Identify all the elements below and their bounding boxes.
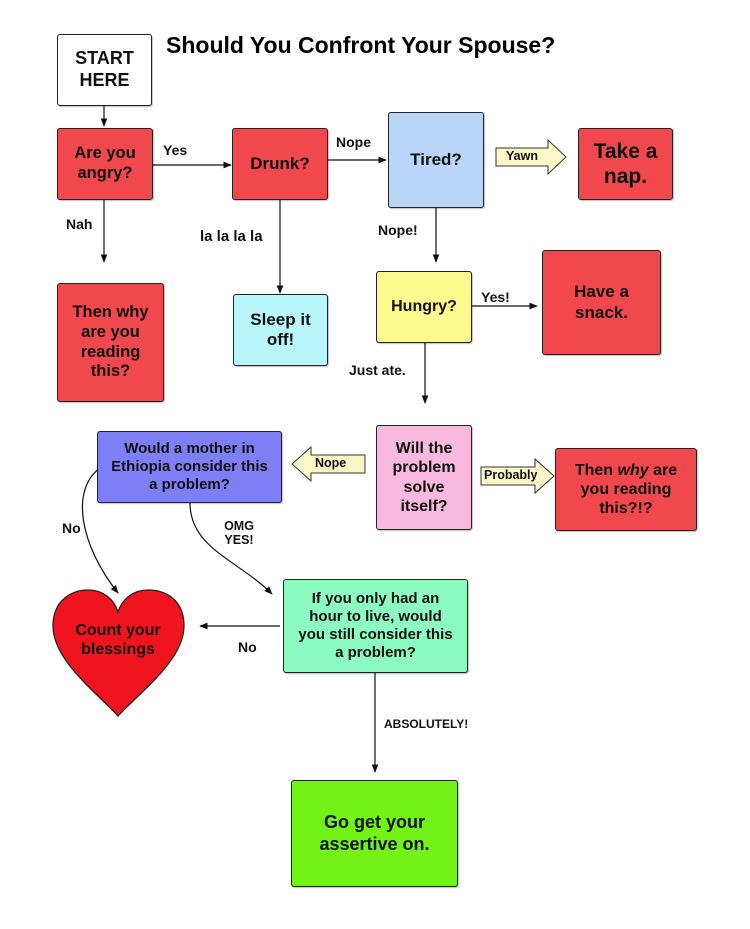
nap-node-label: Take a nap. — [593, 139, 658, 188]
tired-node-label: Tired? — [410, 149, 462, 169]
label-absolutely: ABSOLUTELY! — [384, 717, 469, 731]
label-nah: Nah — [66, 216, 93, 232]
label-nope: Nope — [336, 134, 371, 150]
blessings-node-label: Count your blessings — [75, 622, 161, 659]
mother-node-label: Would a mother in Ethiopia consider this… — [111, 440, 268, 493]
hungry-node-label: Hungry? — [391, 298, 457, 316]
angry-node: Are you angry? — [57, 128, 153, 200]
sleep-node-label: Sleep it off! — [250, 309, 311, 349]
probably-block-arrow — [480, 457, 555, 495]
label-la-la: la la la la — [200, 228, 263, 245]
angry-node-label: Are you angry? — [74, 144, 136, 182]
start-node: START HERE — [57, 34, 152, 106]
label-yes: Yes — [163, 142, 188, 158]
arrow-mother-to-hour — [189, 502, 273, 595]
sleep-node: Sleep it off! — [233, 294, 328, 366]
why-reading-2-pre: Then — [574, 461, 618, 479]
arrow-mother-to-blessings — [81, 467, 119, 594]
yawn-block-arrow — [495, 138, 567, 176]
drunk-node: Drunk? — [232, 128, 328, 200]
why-reading-node: Then why are you reading this? — [57, 283, 164, 402]
solve-node: Will the problem solve itself? — [376, 425, 472, 530]
why-reading-2-post: are you reading this?!? — [580, 461, 678, 518]
hungry-node: Hungry? — [376, 271, 472, 343]
assertive-node-label: Go get your assertive on. — [319, 811, 430, 854]
snack-node: Have a snack. — [542, 250, 661, 355]
label-nope-excl: Nope! — [378, 222, 418, 238]
drunk-node-label: Drunk? — [250, 153, 310, 173]
label-yes-excl: Yes! — [481, 289, 510, 305]
assertive-node: Go get your assertive on. — [291, 780, 458, 887]
label-no-bottom: No — [238, 639, 257, 655]
snack-node-label: Have a snack. — [574, 282, 629, 322]
hour-node-label: If you only had an hour to live, would y… — [298, 590, 453, 661]
why-reading-2-node: Then why are you reading this?!? — [555, 448, 697, 531]
why-reading-2-node-label: Then why are you reading this?!? — [562, 461, 690, 519]
tag-nope: Nope — [315, 456, 347, 470]
label-just-ate: Just ate. — [349, 362, 406, 378]
page-title: Should You Confront Your Spouse? — [166, 32, 556, 58]
label-omg-yes: OMG YES! — [224, 519, 254, 548]
tired-node: Tired? — [388, 112, 484, 208]
hour-node: If you only had an hour to live, would y… — [283, 579, 468, 673]
nope-block-arrow — [291, 445, 366, 483]
start-node-label: START HERE — [75, 48, 134, 90]
mother-node: Would a mother in Ethiopia consider this… — [97, 431, 282, 503]
nap-node: Take a nap. — [578, 128, 673, 200]
why-reading-node-label: Then why are you reading this? — [72, 302, 149, 381]
why-reading-2-emphasis: why — [617, 461, 649, 479]
label-no-left: No — [62, 520, 81, 536]
tag-probably: Probably — [484, 468, 538, 482]
tag-yawn: Yawn — [506, 149, 538, 163]
heart-shape — [52, 589, 185, 717]
solve-node-label: Will the problem solve itself? — [392, 440, 456, 515]
